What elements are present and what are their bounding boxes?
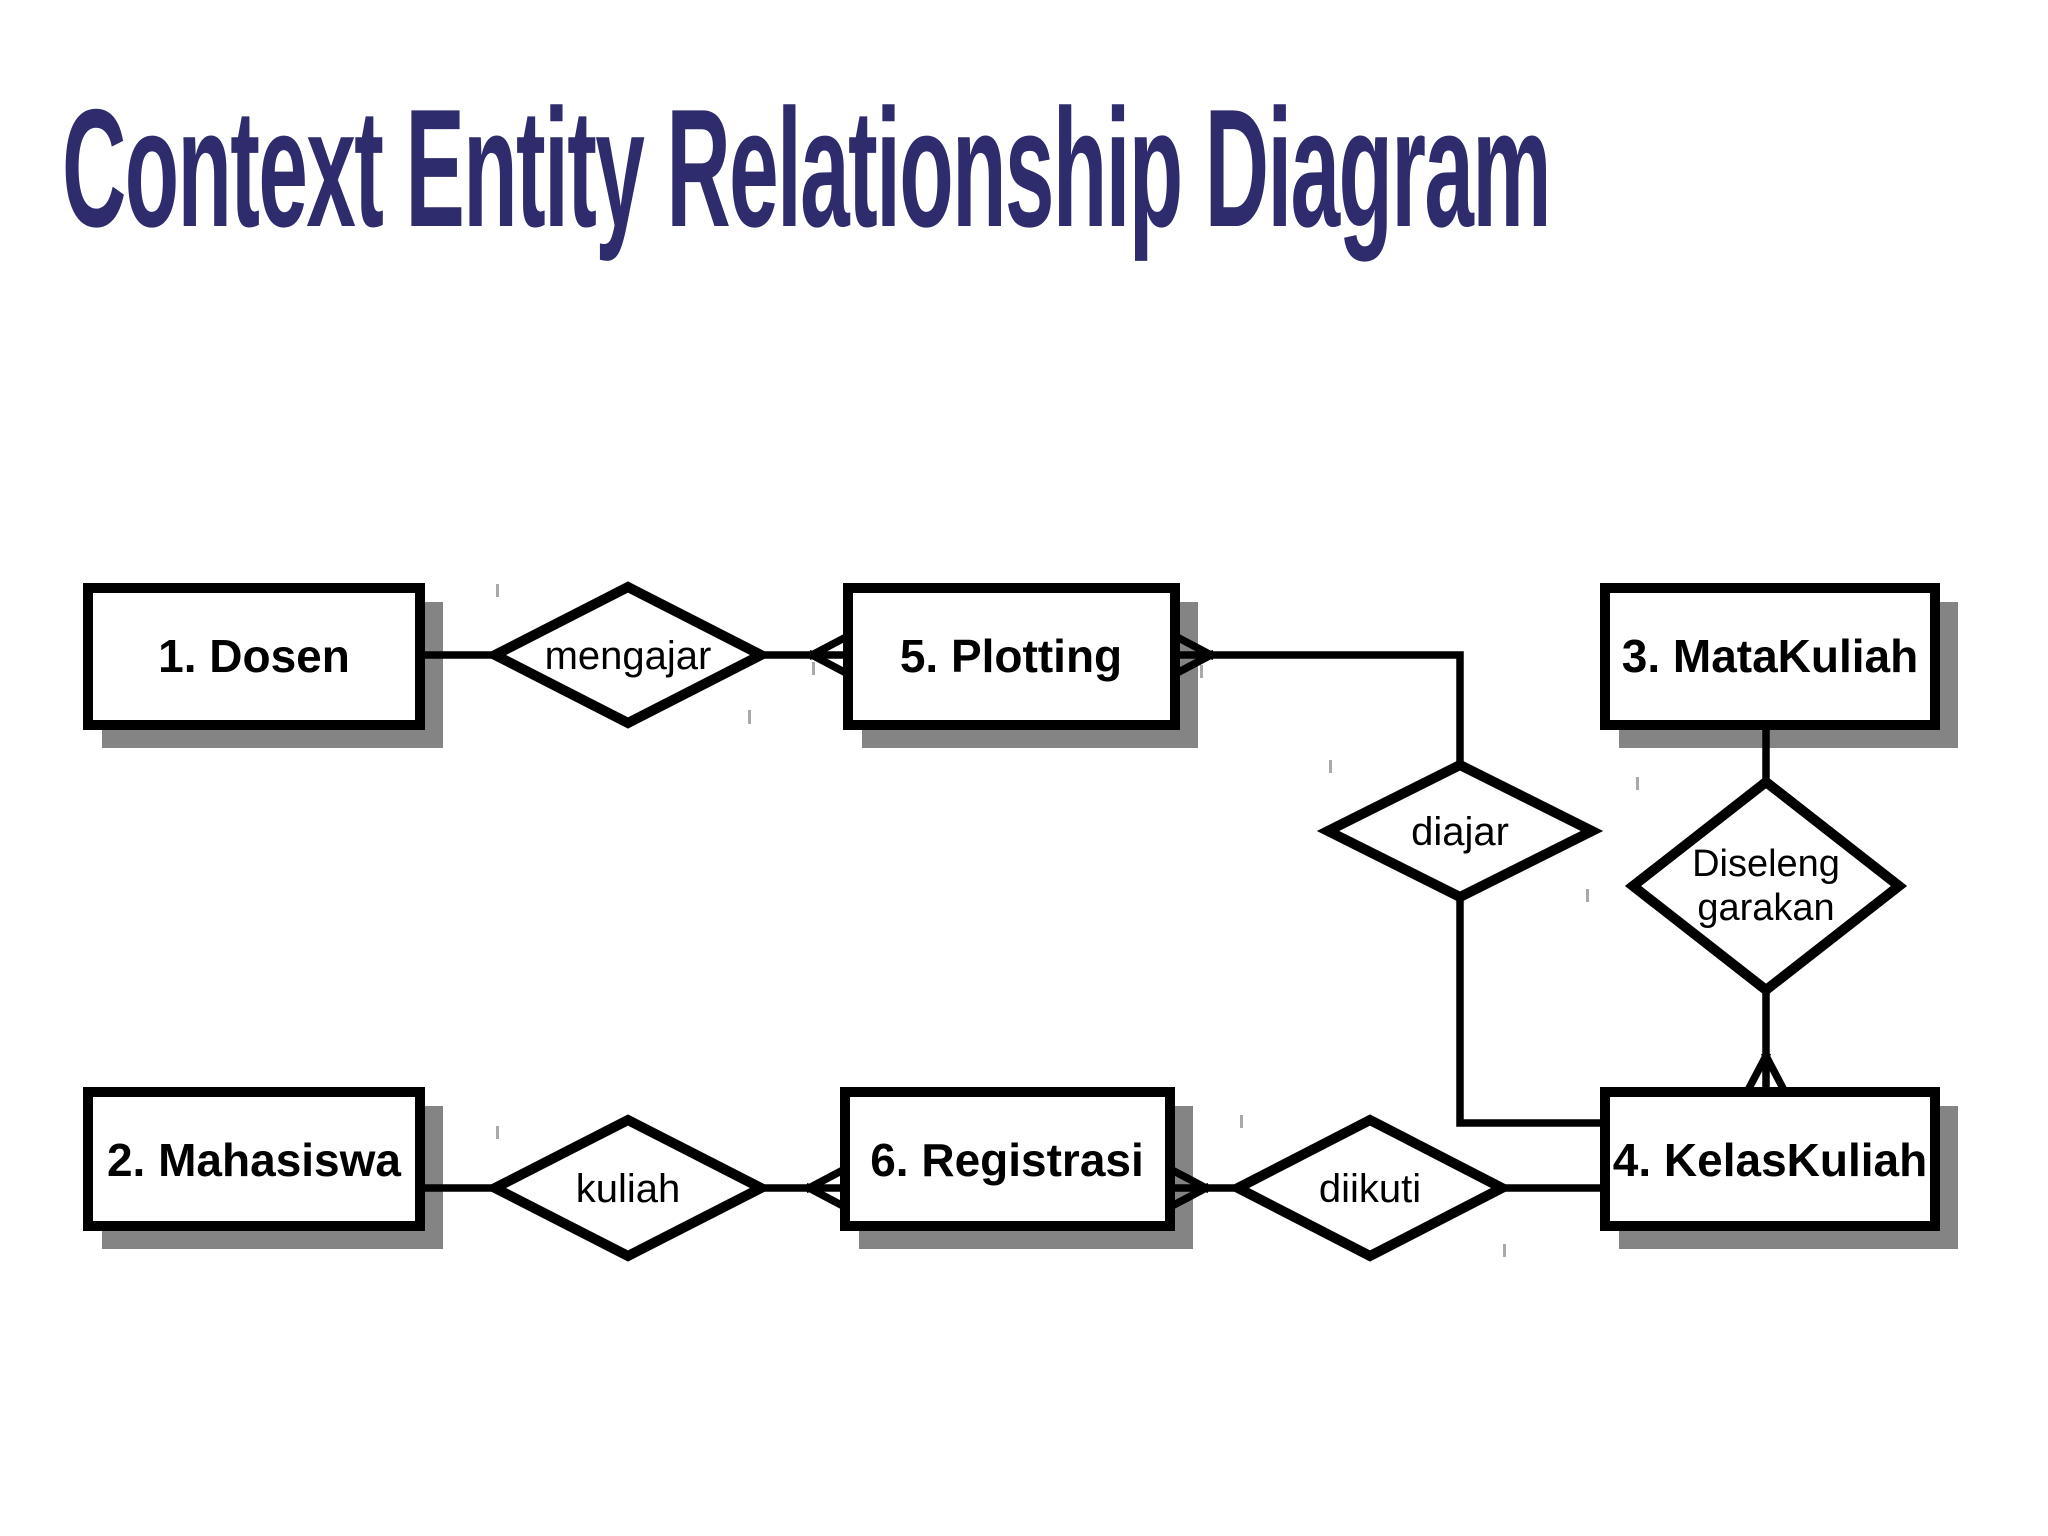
relationship-diajar bbox=[1316, 759, 1604, 903]
relationship-mengajar bbox=[484, 581, 772, 729]
entity-mahasiswa bbox=[83, 1087, 425, 1231]
stray-mark bbox=[1636, 777, 1639, 790]
relationship-kuliah-label: kuliah bbox=[576, 1167, 681, 1211]
entity-dosen bbox=[83, 583, 425, 730]
entity-kelaskuliah bbox=[1600, 1087, 1940, 1231]
entity-plotting bbox=[843, 583, 1180, 730]
stray-mark bbox=[496, 584, 499, 597]
crowfoot-plotting-left bbox=[806, 630, 854, 680]
relationship-kuliah bbox=[484, 1114, 772, 1262]
stray-mark bbox=[1586, 889, 1589, 902]
entity-plotting-label: 5. Plotting bbox=[900, 630, 1122, 682]
stray-mark bbox=[1329, 760, 1332, 773]
connector-plotting-diajar bbox=[1175, 651, 1464, 765]
entity-registrasi bbox=[840, 1087, 1175, 1231]
connector-diajar-kelaskuliah bbox=[1456, 897, 1605, 1127]
crowfoot-registrasi-left bbox=[803, 1163, 851, 1213]
entity-dosen-label: 1. Dosen bbox=[158, 630, 350, 682]
stray-mark bbox=[748, 710, 751, 724]
crowfoot-registrasi-right bbox=[1164, 1163, 1212, 1213]
relationship-diikuti bbox=[1227, 1114, 1513, 1262]
stray-mark bbox=[1240, 1115, 1243, 1128]
relationship-diselenggarakan-label-line2: garakan bbox=[1697, 887, 1834, 929]
crowfoot-kelaskuliah-top bbox=[1741, 1050, 1791, 1098]
relationship-diselenggarakan bbox=[1624, 775, 1908, 997]
entity-registrasi-label: 6. Registrasi bbox=[870, 1134, 1144, 1186]
relationship-mengajar-label: mengajar bbox=[545, 634, 712, 678]
page-title: Context Entity Relationship Diagram bbox=[62, 74, 1551, 262]
relationship-diselenggarakan-label-line1: Diseleng bbox=[1692, 843, 1840, 885]
entity-matakuliah-label: 3. MataKuliah bbox=[1622, 630, 1919, 682]
stray-mark bbox=[1503, 1244, 1506, 1257]
crowfoot-plotting-right bbox=[1169, 630, 1217, 680]
entity-kelaskuliah-label: 4. KelasKuliah bbox=[1613, 1134, 1927, 1186]
stray-mark bbox=[1200, 665, 1203, 678]
relationship-diikuti-label: diikuti bbox=[1319, 1167, 1421, 1211]
stray-mark bbox=[812, 662, 815, 675]
stray-mark bbox=[496, 1126, 499, 1139]
entity-matakuliah bbox=[1600, 583, 1940, 730]
relationship-diajar-label: diajar bbox=[1411, 810, 1509, 854]
entity-mahasiswa-label: 2. Mahasiswa bbox=[107, 1134, 401, 1186]
